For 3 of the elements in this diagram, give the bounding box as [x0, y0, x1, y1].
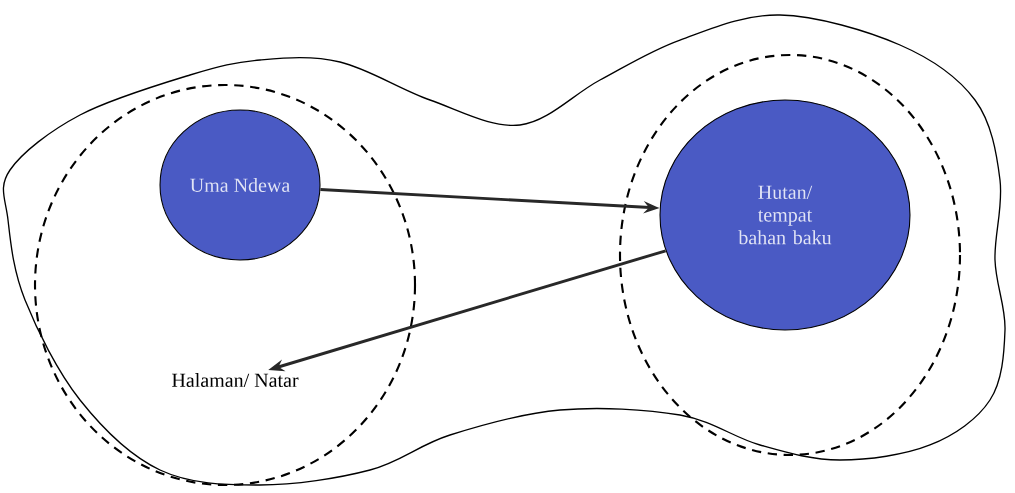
ellipse-node: Hutan/ tempat bahan baku: [659, 99, 911, 331]
ellipse-node: Uma Ndewa: [159, 109, 321, 261]
zone-label: Halaman/ Natar: [172, 372, 299, 387]
